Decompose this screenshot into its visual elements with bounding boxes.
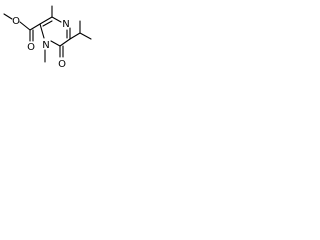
atom-ester-o-double: O: [27, 42, 35, 53]
bond-c5-n4: [51, 16, 62, 23]
bond-c2-n1: [50, 40, 61, 47]
bond-ester-o-c: [19, 21, 31, 31]
atom-n4: N: [62, 19, 69, 30]
bond-ester-methyl: [3, 13, 13, 20]
atom-c2-o: O: [58, 59, 66, 70]
bond-c3-ch: [69, 32, 81, 40]
bond-n1-c6: [39, 23, 45, 39]
bond-c6-c5: [39, 16, 53, 25]
bond-c3-c2: [59, 38, 71, 47]
atom-n1: N: [42, 40, 49, 51]
atom-ester-o-single: O: [12, 16, 20, 27]
bond-ester-c-ring: [29, 23, 41, 31]
chemical-structure: O O N N O: [3, 5, 92, 70]
bond-ch-me1: [79, 32, 92, 40]
bond-c6-c5-inner: [42, 20, 53, 27]
